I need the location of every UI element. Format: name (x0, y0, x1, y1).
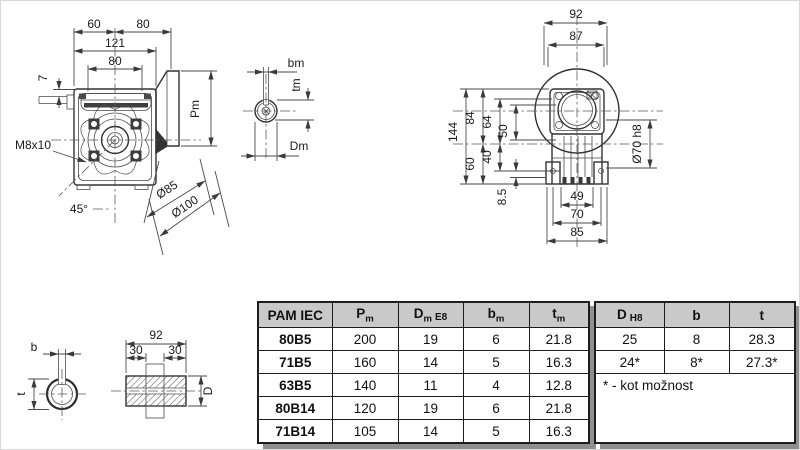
cell-pam: 71B5 (257, 350, 333, 374)
motor-shaft-section-view: bm tm Dm (241, 56, 314, 161)
hollow-shaft-dimensions: 92 30 30 D (125, 328, 215, 407)
cell-t: 28.3 (728, 327, 796, 351)
cell-b: 8* (663, 350, 730, 374)
dim-label-64: 64 (480, 115, 494, 129)
cell-pam: 80B14 (257, 396, 333, 420)
side-view-geometry (453, 15, 663, 249)
front-view-geometry (38, 28, 201, 223)
col-header-b: b (663, 301, 730, 328)
dim-label-tm: tm (289, 78, 303, 91)
cell-dm: 14 (397, 419, 464, 444)
angle-label: 45° (70, 202, 88, 216)
front-view-dimensions: 60 80 121 80 7 M8x10 45° Ø85 Ø100 Pm (15, 17, 230, 256)
hollow-shaft-view: 92 30 30 D (111, 328, 215, 419)
cell-pm: 200 (331, 327, 399, 351)
dim-label-30-left: 30 (129, 343, 143, 357)
side-view: 92 87 144 84 60 64 40 50 8.5 Ø70 h8 49 7… (446, 7, 663, 249)
dim-label-121: 121 (105, 36, 125, 50)
cell-tm: 21.8 (528, 327, 590, 351)
output-bore-section-view: b t (14, 340, 87, 420)
dim-label-b: b (31, 340, 38, 354)
col-header-bm: bm (462, 301, 530, 328)
table-row: 71B14 105 14 5 16.3 (257, 419, 590, 444)
cell-pm: 105 (331, 419, 399, 444)
dim-label-85: 85 (570, 225, 584, 239)
dim-label-dm: Dm (290, 139, 309, 153)
cell-tm: 21.8 (528, 396, 590, 420)
dim-label-d: D (201, 386, 215, 395)
table-row: 24* 8* 27.3* (594, 350, 796, 374)
cell-d: 25 (594, 327, 665, 351)
cooling-fins (562, 177, 591, 184)
table-row: 80B14 120 19 6 21.8 (257, 396, 590, 420)
cell-tm: 16.3 (528, 419, 590, 444)
dim-label-60-side: 60 (463, 157, 477, 171)
col-header-pm: Pm (331, 301, 399, 328)
cell-pam: 80B5 (257, 327, 333, 351)
dia-label-100: Ø100 (169, 192, 201, 220)
cell-bm: 6 (462, 396, 530, 420)
cell-bm: 6 (462, 327, 530, 351)
cell-t: 27.3* (728, 350, 796, 374)
thread-label: M8x10 (15, 138, 51, 152)
dim-label-30-right: 30 (168, 343, 182, 357)
dim-label-49: 49 (570, 189, 584, 203)
front-view: 60 80 121 80 7 M8x10 45° Ø85 Ø100 Pm (15, 17, 230, 256)
dim-label-70: 70 (570, 207, 584, 221)
cell-dm: 19 (397, 396, 464, 420)
cell-pm: 160 (331, 350, 399, 374)
table-row: 25 8 28.3 (594, 327, 796, 351)
dim-label-84: 84 (463, 111, 477, 125)
cell-dm: 19 (397, 327, 464, 351)
cell-tm: 12.8 (528, 373, 590, 397)
dim-label-bm: bm (288, 56, 305, 70)
note-row: * - kot možnost (594, 373, 796, 444)
table-row: 80B5 200 19 6 21.8 (257, 327, 590, 351)
cell-dm: 11 (397, 373, 464, 397)
col-header-pam-iec: PAM IEC (257, 301, 333, 328)
dim-label-8-5: 8.5 (495, 188, 509, 205)
dim-label-144: 144 (446, 122, 460, 142)
dim-label-t: t (14, 392, 28, 396)
cell-d: 24* (594, 350, 665, 374)
output-bore-dimensions: b t (14, 340, 81, 410)
cell-bm: 5 (462, 350, 530, 374)
dim-label-60: 60 (87, 17, 101, 31)
dim-label-40: 40 (480, 150, 494, 164)
dim-label-92-top: 92 (569, 7, 583, 21)
dim-label-87: 87 (569, 29, 583, 43)
dia-label-85: Ø85 (153, 177, 180, 201)
side-view-dimensions: 92 87 144 84 60 64 40 50 8.5 Ø70 h8 49 7… (446, 7, 657, 244)
motor-shaft-dimensions: bm tm Dm (241, 56, 314, 161)
cell-pam: 71B14 (257, 419, 333, 444)
table-row: 71B5 160 14 5 16.3 (257, 350, 590, 374)
dim-label-80-top: 80 (136, 17, 150, 31)
cell-tm: 16.3 (528, 350, 590, 374)
dia-label-70h8: Ø70 h8 (630, 124, 644, 164)
hollow-shaft-geometry (111, 363, 202, 419)
dim-label-7: 7 (36, 74, 50, 81)
dim-label-50: 50 (496, 124, 510, 138)
cell-bm: 5 (462, 419, 530, 444)
cell-pm: 120 (331, 396, 399, 420)
dim-label-80-inner: 80 (108, 54, 122, 68)
cell-b: 8 (663, 327, 730, 351)
table-row: 63B5 140 11 4 12.8 (257, 373, 590, 397)
col-header-t: t (728, 301, 796, 328)
dim-label-92-hub: 92 (149, 328, 163, 342)
cell-pam: 63B5 (257, 373, 333, 397)
cell-dm: 14 (397, 350, 464, 374)
col-header-tm: tm (528, 301, 590, 328)
cell-bm: 4 (462, 373, 530, 397)
dim-label-pm: Pm (188, 100, 202, 118)
footnote: * - kot možnost (594, 373, 796, 444)
cell-pm: 140 (331, 373, 399, 397)
